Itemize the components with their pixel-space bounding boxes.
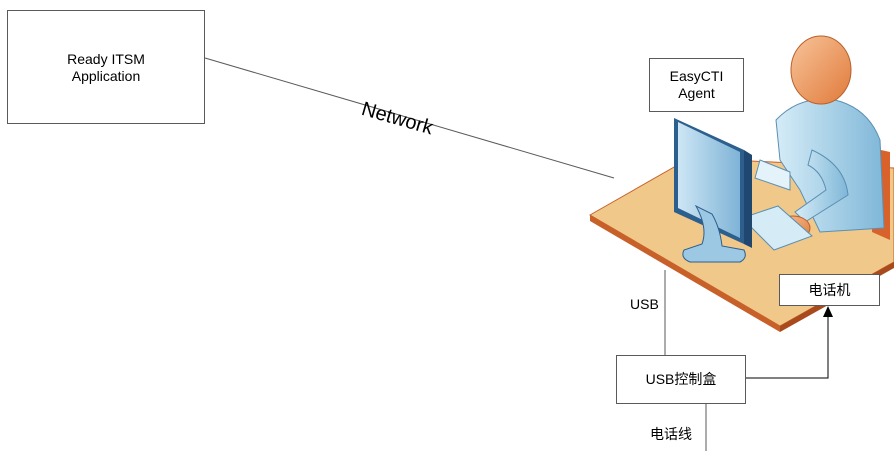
monitor-side: [744, 150, 752, 248]
telephone-node: 电话机: [779, 274, 880, 306]
phone-connection-line: [746, 316, 829, 379]
person-arm: [794, 149, 849, 223]
easycti-agent-node: EasyCTI Agent: [649, 58, 744, 112]
agent-label-line1: EasyCTI: [669, 68, 724, 84]
phone-line-edge-label: 电话线: [650, 426, 692, 442]
monitor-stand: [682, 204, 746, 263]
desk-edge: [590, 215, 780, 332]
itsm-label-line2: Application: [71, 68, 141, 84]
phone-arrowhead: [823, 306, 833, 317]
keyboard: [741, 205, 813, 251]
person-head: [790, 35, 852, 105]
itsm-label-line1: Ready ITSM: [67, 51, 145, 67]
usb-edge-label: USB: [630, 296, 659, 312]
person-arm-back: [754, 159, 791, 191]
agent-label-line2: Agent: [678, 85, 715, 101]
network-connection-line: [204, 57, 615, 179]
itsm-application-node: Ready ITSM Application: [7, 10, 205, 124]
usb-control-box-node: USB控制盒: [616, 355, 746, 404]
monitor-screen: [678, 122, 740, 238]
